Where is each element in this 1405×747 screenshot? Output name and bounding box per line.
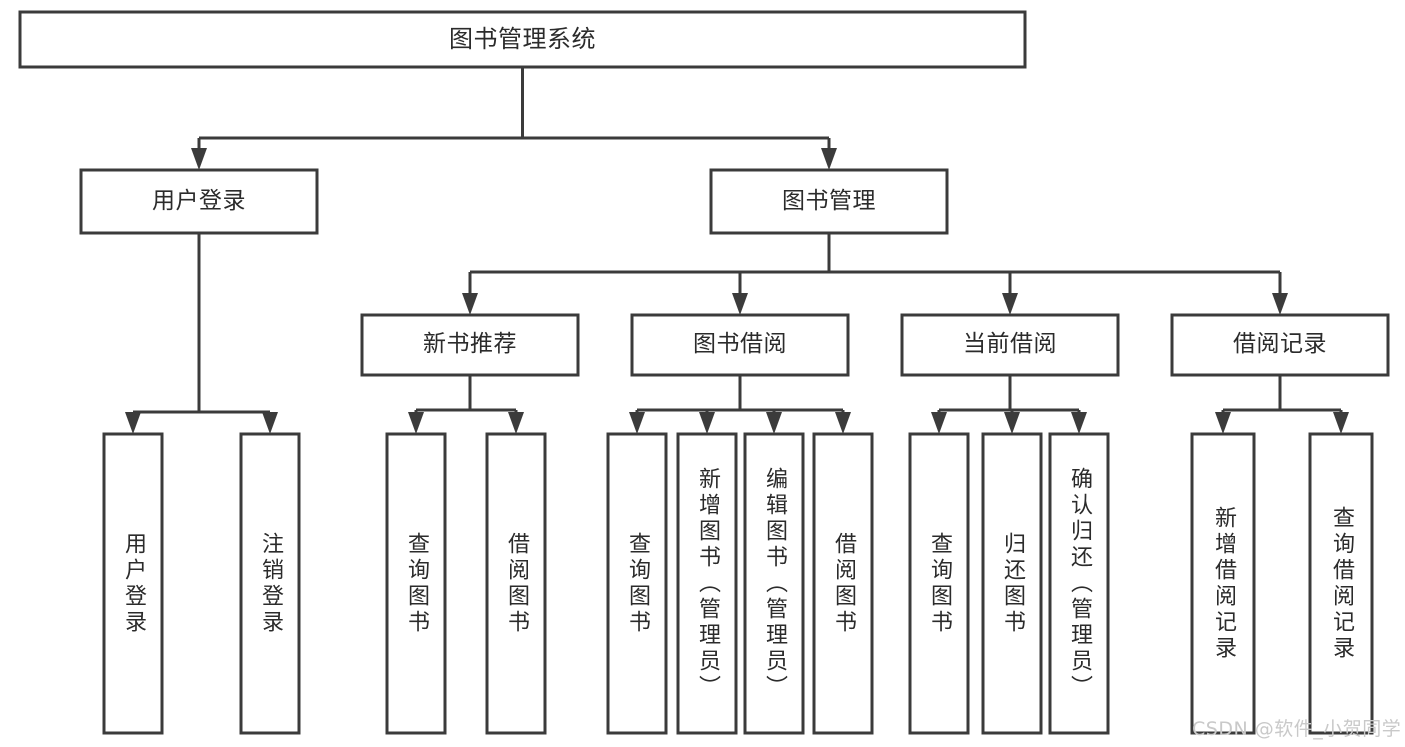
arrow-head-leaf-user-logout xyxy=(262,412,278,434)
arrow-head-leaf-user-login xyxy=(125,412,141,434)
arrow-head-leaf-return-book xyxy=(1004,412,1020,434)
arrow-head-new-book-rec xyxy=(462,293,478,315)
node-box-new-book-rec[interactable] xyxy=(360,313,580,377)
edge-group-borrow-log xyxy=(1215,375,1349,434)
arrow-head-leaf-borrow-book-1 xyxy=(508,412,524,434)
node-box-root[interactable] xyxy=(18,10,1027,69)
node-box-leaf-return-book[interactable] xyxy=(981,432,1043,735)
arrow-head-leaf-add-log xyxy=(1215,412,1231,434)
node-box-leaf-query-book-1[interactable] xyxy=(385,432,447,735)
edge-group-book-manage xyxy=(462,233,1288,315)
node-box-leaf-add-log[interactable] xyxy=(1190,432,1256,735)
arrow-head-user-login xyxy=(191,148,207,170)
arrow-head-leaf-edit-book xyxy=(766,412,782,434)
node-box-leaf-edit-book[interactable] xyxy=(743,432,805,735)
node-box-leaf-query-book-3[interactable] xyxy=(908,432,970,735)
node-box-book-borrow[interactable] xyxy=(630,313,850,377)
node-box-leaf-borrow-book-2[interactable] xyxy=(812,432,874,735)
edge-group-user-login xyxy=(125,233,278,434)
node-box-book-manage[interactable] xyxy=(709,168,949,235)
node-box-leaf-borrow-book-1[interactable] xyxy=(485,432,547,735)
arrow-head-leaf-query-book-2 xyxy=(629,412,645,434)
arrow-head-leaf-add-book xyxy=(699,412,715,434)
node-box-leaf-query-book-2[interactable] xyxy=(606,432,668,735)
arrow-head-cur-borrow xyxy=(1002,293,1018,315)
arrow-head-book-manage xyxy=(821,148,837,170)
edge-group-cur-borrow xyxy=(931,375,1087,434)
edge-group-root xyxy=(191,67,837,170)
arrow-head-leaf-confirm-ret xyxy=(1071,412,1087,434)
nodes-layer xyxy=(18,10,1390,735)
node-box-leaf-user-login[interactable] xyxy=(102,432,164,735)
arrow-head-leaf-borrow-book-2 xyxy=(835,412,851,434)
node-box-user-login[interactable] xyxy=(79,168,319,235)
node-box-leaf-add-book[interactable] xyxy=(676,432,738,735)
csdn-watermark: CSDN @软件_小贺同学 xyxy=(1192,718,1402,740)
arrow-head-leaf-query-log xyxy=(1333,412,1349,434)
edges-layer xyxy=(125,67,1349,434)
arrow-head-leaf-query-book-1 xyxy=(408,412,424,434)
node-box-leaf-user-logout[interactable] xyxy=(239,432,301,735)
node-box-leaf-query-log[interactable] xyxy=(1308,432,1374,735)
edge-group-new-book-rec xyxy=(408,375,524,434)
edge-group-book-borrow xyxy=(629,375,851,434)
node-box-cur-borrow[interactable] xyxy=(900,313,1120,377)
node-box-borrow-log[interactable] xyxy=(1170,313,1390,377)
arrow-head-leaf-query-book-3 xyxy=(931,412,947,434)
arrow-head-borrow-log xyxy=(1272,293,1288,315)
node-box-leaf-confirm-ret[interactable] xyxy=(1048,432,1110,735)
arrow-head-book-borrow xyxy=(732,293,748,315)
